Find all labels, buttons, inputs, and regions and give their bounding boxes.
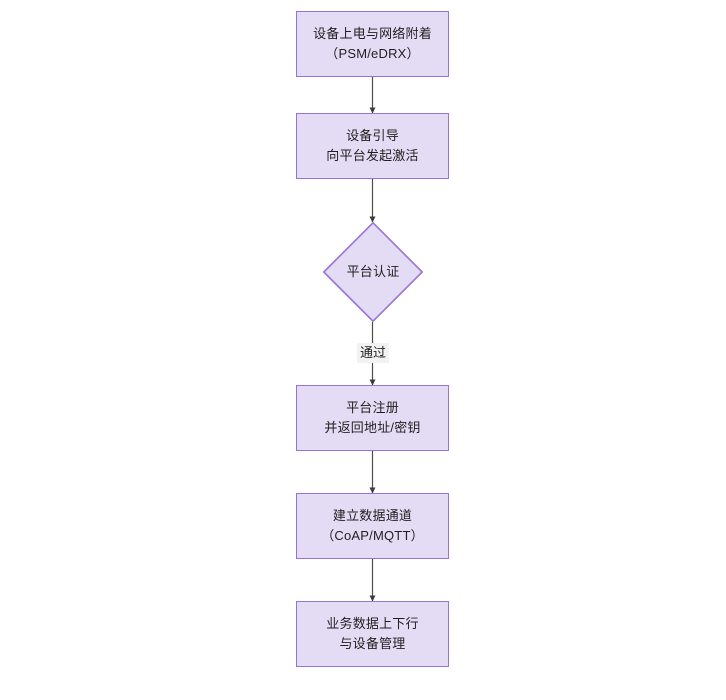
node-label: 设备上电与网络附着 （PSM/eDRX） xyxy=(313,26,432,61)
node-label: 建立数据通道 （CoAP/MQTT） xyxy=(321,508,424,543)
diamond-shape-icon xyxy=(323,222,423,322)
node-label: 平台注册 并返回地址/密钥 xyxy=(324,400,421,435)
node-label: 平台认证 xyxy=(346,264,400,279)
node-establish-data-channel[interactable]: 建立数据通道 （CoAP/MQTT） xyxy=(296,493,449,559)
node-label: 设备引导 向平台发起激活 xyxy=(326,128,419,163)
node-platform-authentication[interactable]: 平台认证 xyxy=(323,222,423,322)
node-platform-registration[interactable]: 平台注册 并返回地址/密钥 xyxy=(296,385,449,451)
node-business-data-and-device-management[interactable]: 业务数据上下行 与设备管理 xyxy=(296,601,449,667)
node-device-bootstrap[interactable]: 设备引导 向平台发起激活 xyxy=(296,113,449,179)
node-label: 业务数据上下行 与设备管理 xyxy=(326,616,419,651)
edge-label-pass: 通过 xyxy=(357,343,390,363)
node-device-power-on[interactable]: 设备上电与网络附着 （PSM/eDRX） xyxy=(296,11,449,77)
